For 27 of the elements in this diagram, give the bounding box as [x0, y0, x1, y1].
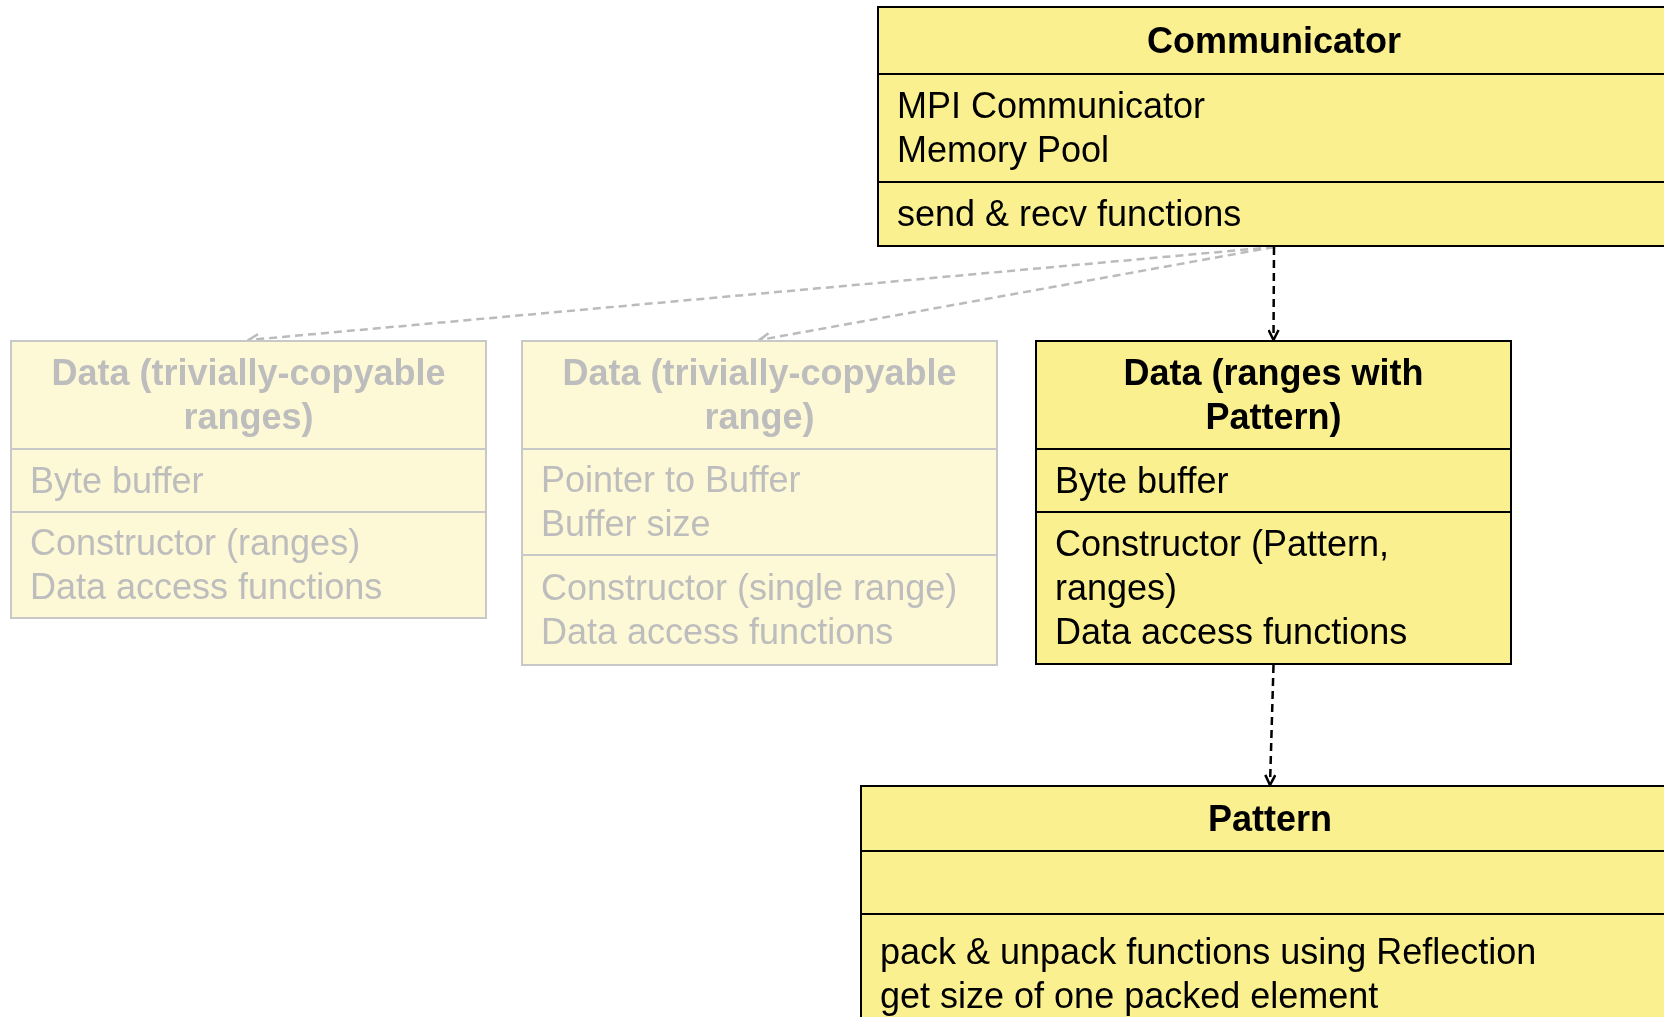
class-name: Communicator [1146, 18, 1402, 63]
class-member: Data access functions [1055, 610, 1409, 654]
dependency-arrow [1267, 247, 1280, 342]
class-box [521, 340, 998, 666]
class-member: Constructor (single range) [541, 566, 959, 610]
class-member: MPI Communicator [897, 84, 1207, 128]
class-member: Constructor (Pattern, ranges) [1055, 522, 1391, 610]
class-name: Data (ranges with Pattern) [1122, 351, 1425, 439]
class-name: Data (trivially-copyable range) [561, 351, 958, 439]
class-member: Byte buffer [30, 458, 205, 503]
dependency-arrow [1264, 664, 1277, 787]
class-name: Data (trivially-copyable ranges) [50, 351, 447, 439]
class-member: pack & unpack functions using Reflection [880, 930, 1538, 974]
class-member: Memory Pool [897, 128, 1111, 172]
class-member: Buffer size [541, 502, 712, 546]
class-member: get size of one packed element [880, 974, 1380, 1017]
class-name: Pattern [1207, 796, 1333, 841]
class-member: Data access functions [30, 565, 384, 609]
class-box [1035, 340, 1512, 665]
class-member: Constructor (ranges) [30, 521, 362, 565]
class-box [10, 340, 487, 619]
class-member: Pointer to Buffer [541, 458, 802, 502]
class-member: Byte buffer [1055, 458, 1230, 503]
class-box [860, 785, 1664, 1017]
class-member: Data access functions [541, 610, 895, 654]
class-box [877, 6, 1664, 247]
class-member: send & recv functions [897, 192, 1243, 236]
